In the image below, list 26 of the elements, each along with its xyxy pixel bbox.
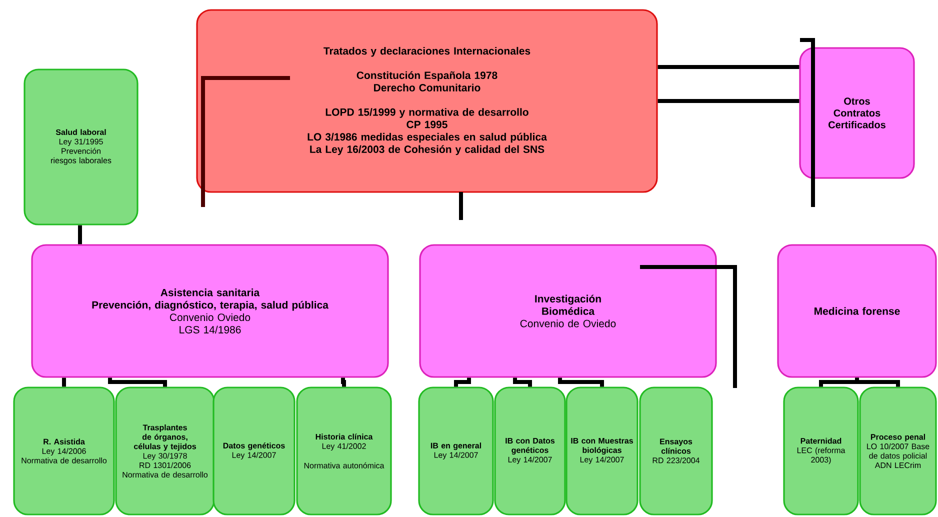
area-box: Salud laboral Ley 31/1995 Prevención riesgos laborales [24,68,138,226]
connector [658,65,800,69]
area-box: Otros Contratos Certificados [799,47,915,179]
law-box: Tratados y declaraciones Internacionales Constitución Española 1978 Derecho Comunitario LOPD 15/1999 y normativa de desarrollo CP 1995 LO 3/1986 medidas especiales en salud pública La Ley 16/2003 de Cohesión y calidad del SNS [196,9,658,193]
connector [454,378,471,387]
area-box: Asistencia sanitaria Prevención, diagnóstico, terapia, salud pública Convenio Oviedo LGS 14/1986 [31,244,389,378]
connector [558,378,604,387]
connector [108,378,167,387]
topic-box: Datos genéticos Ley 14/2007 [212,386,296,516]
area-box: Medicina forense [777,244,937,378]
topic-box: Ensayos clínicos RD 223/2004 [639,386,713,516]
connector [513,378,532,387]
connector [78,225,82,244]
topic-box: IB en general Ley 14/2007 [418,386,494,516]
connector [855,378,900,387]
topic-box: Trasplantes de órganos, células y tejidos Ley 30/1978 RD 1301/2006 Normativa de desarrollo [115,386,215,516]
topic-box: Paternidad LEC (reforma 2003) [783,386,859,516]
topic-box: IB con Datos genéticos Ley 14/2007 [494,386,566,516]
topic-box: IB con Muestras biológicas Ley 14/2007 [566,386,638,516]
area-box: Investigación Biomédica Convenio de Oviedo [419,244,717,378]
connector [341,378,346,387]
topic-box: R. Asistida Ley 14/2006 Normativa de desarrollo [13,386,115,516]
connector [62,378,66,387]
connector [658,99,800,103]
topic-box: Proceso penal LO 10/2007 Base de datos policial ADN LECrim [859,386,937,516]
topic-box: Historia clínica Ley 41/2002 Normativa autonómica [296,386,392,516]
